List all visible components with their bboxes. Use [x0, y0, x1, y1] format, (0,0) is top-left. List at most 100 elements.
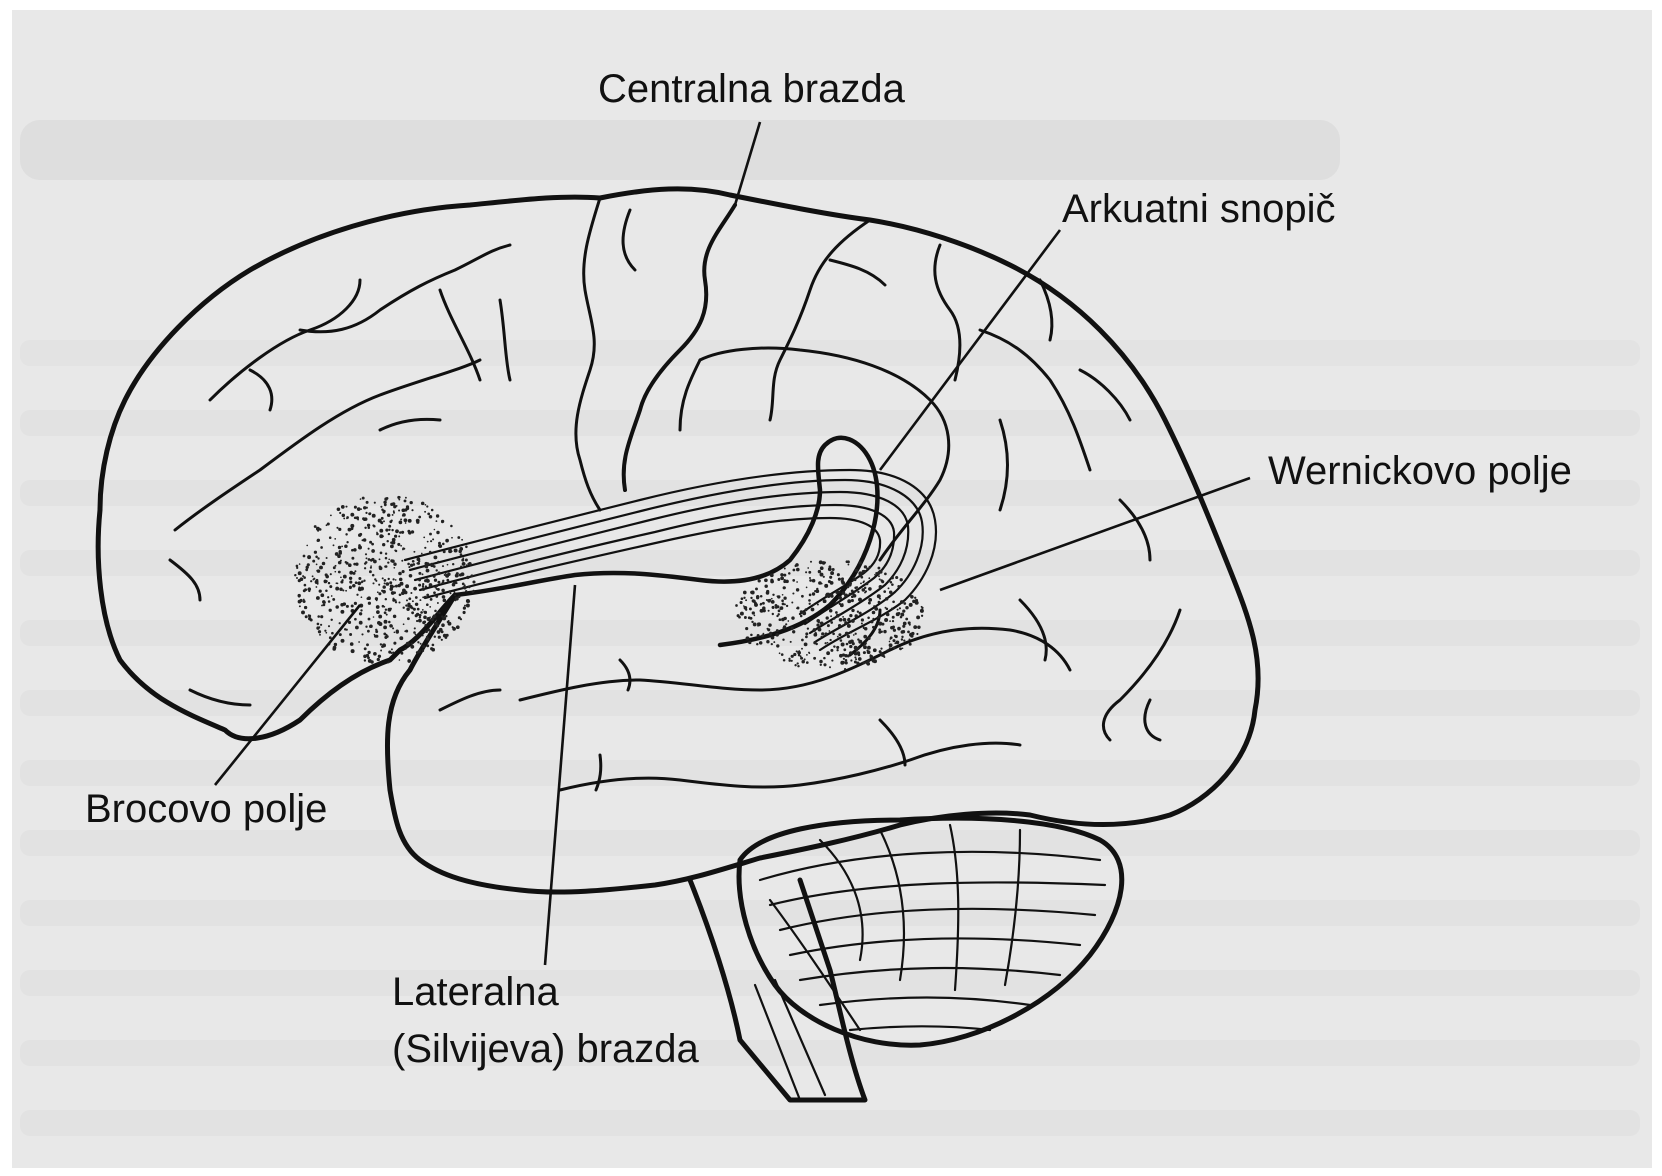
stipple-dot	[791, 627, 794, 630]
stipple-dot	[806, 620, 808, 622]
stipple-dot	[392, 599, 395, 602]
stipple-dot	[351, 557, 354, 560]
stipple-dot	[300, 599, 303, 602]
stipple-dot	[743, 591, 747, 595]
stipple-dot	[352, 584, 356, 588]
stipple-dot	[830, 649, 833, 652]
stipple-dot	[463, 611, 466, 614]
stipple-dot	[316, 596, 320, 600]
stipple-dot	[883, 590, 886, 593]
stipple-dot	[447, 564, 449, 566]
stipple-dot	[911, 632, 914, 635]
stipple-dot	[849, 645, 852, 648]
stipple-dot	[843, 618, 847, 622]
stipple-dot	[842, 624, 844, 626]
stipple-dot	[418, 619, 422, 623]
stipple-dot	[916, 615, 920, 619]
stipple-dot	[348, 528, 352, 532]
stipple-dot	[445, 539, 449, 543]
stipple-dot	[372, 582, 374, 584]
stipple-dot	[437, 602, 439, 604]
stipple-dot	[383, 520, 385, 522]
stipple-dot	[340, 603, 344, 607]
stipple-dot	[887, 649, 889, 651]
stipple-dot	[821, 632, 824, 635]
stipple-dot	[389, 581, 392, 584]
stipple-dot	[808, 571, 811, 574]
stipple-dot	[441, 520, 444, 523]
stipple-dot	[778, 610, 781, 613]
stipple-dot	[378, 615, 382, 619]
stipple-dot	[892, 616, 895, 619]
stipple-dot	[422, 585, 424, 587]
stipple-dot	[430, 598, 433, 601]
stipple-dot	[331, 632, 334, 635]
stipple-dot	[441, 623, 445, 627]
stipple-dot	[376, 610, 380, 614]
stipple-dot	[746, 636, 750, 640]
stipple-dot	[829, 630, 831, 632]
stipple-dot	[317, 540, 319, 542]
stipple-dot	[346, 516, 349, 519]
stipple-dot	[777, 595, 779, 597]
stipple-dot	[840, 661, 844, 665]
stipple-dot	[801, 658, 803, 660]
stipple-dot	[450, 558, 452, 560]
stipple-dot	[317, 530, 319, 532]
stipple-dot	[339, 633, 342, 636]
stipple-dot	[390, 542, 392, 544]
stipple-dot	[748, 616, 751, 619]
stipple-dot	[899, 607, 901, 609]
stipple-dot	[388, 578, 390, 580]
stipple-dot	[430, 563, 433, 566]
stipple-dot	[369, 570, 372, 573]
stipple-dot	[466, 604, 470, 608]
stipple-dot	[868, 577, 870, 579]
stipple-dot	[813, 641, 816, 644]
stipple-dot	[436, 585, 438, 587]
stipple-dot	[406, 607, 409, 610]
stipple-dot	[842, 655, 844, 657]
stipple-dot	[358, 586, 360, 588]
stipple-dot	[783, 597, 786, 600]
stipple-dot	[378, 622, 382, 626]
stipple-dot	[386, 540, 388, 542]
stipple-dot	[366, 557, 368, 559]
stipple-dot	[437, 612, 439, 614]
stipple-dot	[320, 593, 324, 597]
stipple-dot	[328, 625, 330, 627]
stipple-dot	[826, 593, 830, 597]
stipple-dot	[858, 657, 862, 661]
stipple-dot	[336, 582, 338, 584]
stipple-dot	[341, 505, 345, 509]
stipple-dot	[363, 654, 367, 658]
stipple-dot	[830, 593, 833, 596]
stipple-dot	[823, 599, 827, 603]
stipple-dot	[868, 602, 871, 605]
stipple-dot	[770, 573, 774, 577]
stipple-dot	[829, 576, 832, 579]
stipple-dot	[432, 644, 435, 647]
stipple-dot	[892, 626, 895, 629]
stipple-dot	[388, 651, 391, 654]
stipple-dot	[306, 566, 309, 569]
stipple-dot	[337, 508, 341, 512]
stipple-dot	[335, 552, 339, 556]
stipple-dot	[884, 573, 887, 576]
stipple-dot	[800, 610, 803, 613]
stipple-dot	[368, 527, 371, 530]
stipple-dot	[851, 609, 854, 612]
stipple-dot	[893, 629, 896, 632]
stipple-dot	[431, 509, 434, 512]
stipple-dot	[783, 574, 786, 577]
stipple-dot	[421, 553, 423, 555]
stipple-dot	[329, 585, 332, 588]
stipple-dot	[459, 573, 462, 576]
stipple-dot	[880, 579, 883, 582]
stipple-dot	[408, 597, 411, 600]
stipple-dot	[363, 538, 367, 542]
stipple-dot	[437, 581, 440, 584]
stipple-dot	[366, 507, 368, 509]
stipple-dot	[396, 630, 399, 633]
stipple-dot	[303, 600, 306, 603]
